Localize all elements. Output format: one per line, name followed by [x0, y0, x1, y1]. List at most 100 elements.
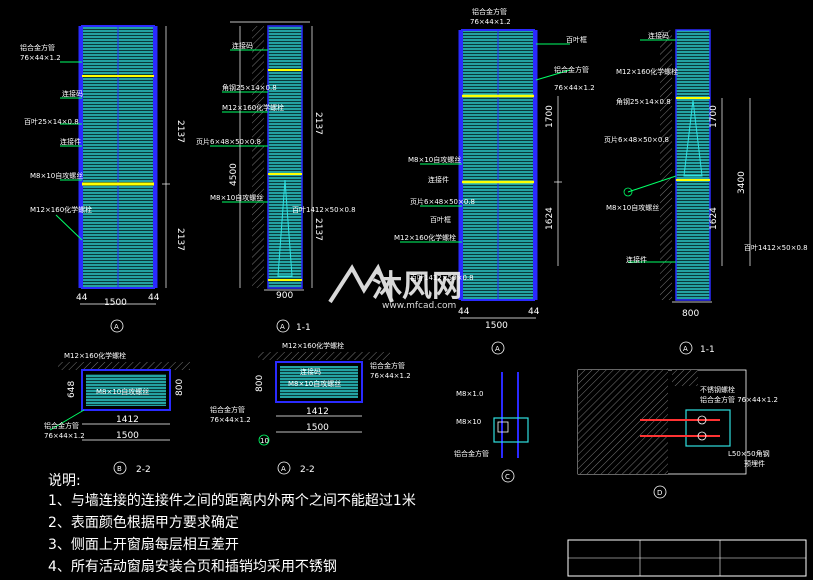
label-m12-bolt: M12×160化学螺栓 — [30, 205, 92, 214]
note-item-2: 2、表面颜色根据甲方要求确定 — [48, 515, 239, 531]
label-m12-bolt-r: M12×160化学螺栓 — [394, 233, 456, 242]
marker-n10: 10 — [260, 437, 269, 445]
detail-d: 不锈钢螺栓 铝合金方管 76×44×1.2 L50×50角钢 预埋件 D — [577, 369, 778, 499]
dim-2137-bottom: 2137 — [175, 228, 185, 251]
label-frame-r: 百叶框 — [430, 215, 451, 224]
label-m8-screw: M8×10自攻螺丝 — [30, 171, 83, 180]
section-11-right: 连接码 M12×160化学螺栓 角钢25×14×0.8 页片6×48×50×0.… — [604, 29, 808, 355]
label-m8-a22: M8×10自攻螺丝 — [288, 379, 341, 388]
note-item-3: 3、侧面上开窗扇每层相互差开 — [48, 537, 239, 553]
label-m8-c: M8×1.0 — [456, 390, 484, 398]
label-connector-piece: 连接件 — [60, 137, 81, 146]
watermark-url: www.mfcad.com — [382, 301, 456, 311]
label-m12-sr: M12×160化学螺栓 — [616, 67, 678, 76]
watermark: 沐风网 www.mfcad.com — [328, 263, 462, 311]
dim-800-sr: 800 — [682, 309, 699, 319]
label-blade-sr: 页片6×48×50×0.8 — [604, 135, 669, 144]
note-item-4: 4、所有活动窗扇安装合页和插销均采用不锈钢 — [48, 559, 337, 575]
dim-1412-b: 1412 — [116, 415, 139, 425]
dim-800-b22: 800 — [175, 379, 185, 396]
marker-sec11-left: 1-1 — [296, 323, 311, 333]
label-connector: 连接码 — [62, 89, 83, 98]
label-alu-size: 76×44×1.2 — [20, 54, 61, 62]
label-alu-size-a22b: 76×44×1.2 — [210, 416, 251, 424]
dim-1500-r: 1500 — [485, 321, 508, 331]
elevation-a-right: 铝合金方管 76×44×1.2 百叶框 铝合金方管 76×44×1.2 M8×1… — [394, 7, 595, 355]
marker-a-1: A — [114, 323, 119, 331]
label-alu-a22b: 铝合金方管 — [210, 405, 245, 414]
dim-1500-b: 1500 — [116, 431, 139, 441]
marker-d: D — [657, 489, 662, 497]
dim-800-a22: 800 — [255, 375, 265, 392]
label-connector-sr2: 连接件 — [626, 255, 647, 264]
marker-sec22-a: 2-2 — [300, 465, 315, 475]
label-alu-size-a22: 76×44×1.2 — [370, 372, 411, 380]
marker-a-2: A — [280, 323, 285, 331]
label-alu-a22: 铝合金方管 — [370, 361, 405, 370]
dim-44-r-left: 44 — [458, 307, 470, 317]
label-angle-sr: 角钢25×14×0.8 — [616, 97, 671, 106]
dim-3400: 3400 — [737, 171, 747, 194]
label-alu-d: 铝合金方管 76×44×1.2 — [700, 395, 778, 404]
label-shutter-frame: 百叶框 — [566, 35, 587, 44]
label-connector-b: 连接码 — [232, 41, 253, 50]
dim-1624-a: 1624 — [545, 207, 555, 230]
label-connector-a22: 连接码 — [300, 367, 321, 376]
label-m12-b22: M12×160化学螺栓 — [64, 351, 126, 360]
section-11-left: 连接码 角钢25×14×0.8 M12×160化学螺栓 页片6×48×50×0.… — [196, 21, 356, 333]
label-m8-screw-r: M8×10自攻螺丝 — [408, 155, 461, 164]
label-blade-r: 页片6×48×50×0.8 — [410, 197, 475, 206]
marker-b: B — [117, 465, 122, 473]
label-alu-size-r: 76×44×1.2 — [470, 18, 511, 26]
label-slat-b-r: 百叶1412×50×0.8 — [410, 273, 474, 282]
dim-2137-top: 2137 — [175, 120, 185, 143]
marker-a-5: A — [281, 465, 286, 473]
label-embed-d: 预埋件 — [744, 459, 765, 468]
elevation-a-left: 铝合金方管 76×44×1.2 连接码 百叶25×14×0.8 连接件 M8×1… — [20, 25, 185, 333]
dim-1624-b: 1624 — [709, 207, 719, 230]
dim-1700-b: 1700 — [709, 105, 719, 128]
dim-2137-s2: 2137 — [313, 218, 323, 241]
detail-c: M8×1.0 M8×10 铝合金方管 C — [454, 372, 529, 483]
marker-a-3: A — [495, 345, 500, 353]
label-alu-tube: 铝合金方管 — [20, 43, 55, 52]
dim-44-r-right: 44 — [528, 307, 540, 317]
label-m8-screw-b: M8×10自攻螺丝 — [210, 193, 263, 202]
label-alu-c: 铝合金方管 — [454, 449, 489, 458]
dim-4500: 4500 — [229, 163, 239, 186]
label-blade: 页片6×48×50×0.8 — [196, 137, 261, 146]
label-alu-b22: 铝合金方管 — [44, 421, 79, 430]
note-item-1: 1、与墙连接的连接件之间的距离内外两个之间不能超过1米 — [48, 493, 416, 509]
marker-sec22-b: 2-2 — [136, 465, 151, 475]
marker-a-4: A — [683, 345, 688, 353]
section-a-22: M12×160化学螺栓 连接码 M8×10自攻螺丝 铝合金方管 76×44×1.… — [210, 341, 411, 475]
label-m8-sr: M8×10自攻螺丝 — [606, 203, 659, 212]
label-slat-sr: 百叶1412×50×0.8 — [744, 243, 808, 252]
label-angle-a: 角钢25×14×0.8 — [222, 83, 277, 92]
label-m8-10-c: M8×10 — [456, 418, 481, 426]
label-alu-tube-r: 铝合金方管 — [472, 7, 507, 16]
dim-648: 648 — [67, 381, 77, 398]
notes-title: 说明: — [48, 473, 81, 489]
label-stainless-d: 不锈钢螺栓 — [700, 385, 735, 394]
label-alu-size-r2: 76×44×1.2 — [554, 84, 595, 92]
title-block — [567, 539, 807, 577]
dim-44-right: 44 — [148, 293, 160, 303]
dim-44-left: 44 — [76, 293, 88, 303]
dim-1412-a: 1412 — [306, 407, 329, 417]
label-m12-a22: M12×160化学螺栓 — [282, 341, 344, 350]
label-connector-sr: 连接码 — [648, 31, 669, 40]
marker-sec11-right: 1-1 — [700, 345, 715, 355]
watermark-brand: 沐风网 — [372, 269, 462, 304]
section-b-22: M12×160化学螺栓 M8×10自攻螺丝 648 800 1412 1500 … — [44, 351, 190, 475]
label-slat-b: 百叶1412×50×0.8 — [292, 205, 356, 214]
label-angle-d: L50×50角钢 — [728, 449, 770, 458]
label-connector-r: 连接件 — [428, 175, 449, 184]
label-slat: 百叶25×14×0.8 — [24, 117, 79, 126]
dim-1500: 1500 — [104, 298, 127, 308]
label-m12-bolt-b: M12×160化学螺栓 — [222, 103, 284, 112]
dim-1700-a: 1700 — [545, 105, 555, 128]
marker-c: C — [505, 473, 510, 481]
label-alu-tube-r2: 铝合金方管 — [554, 65, 589, 74]
